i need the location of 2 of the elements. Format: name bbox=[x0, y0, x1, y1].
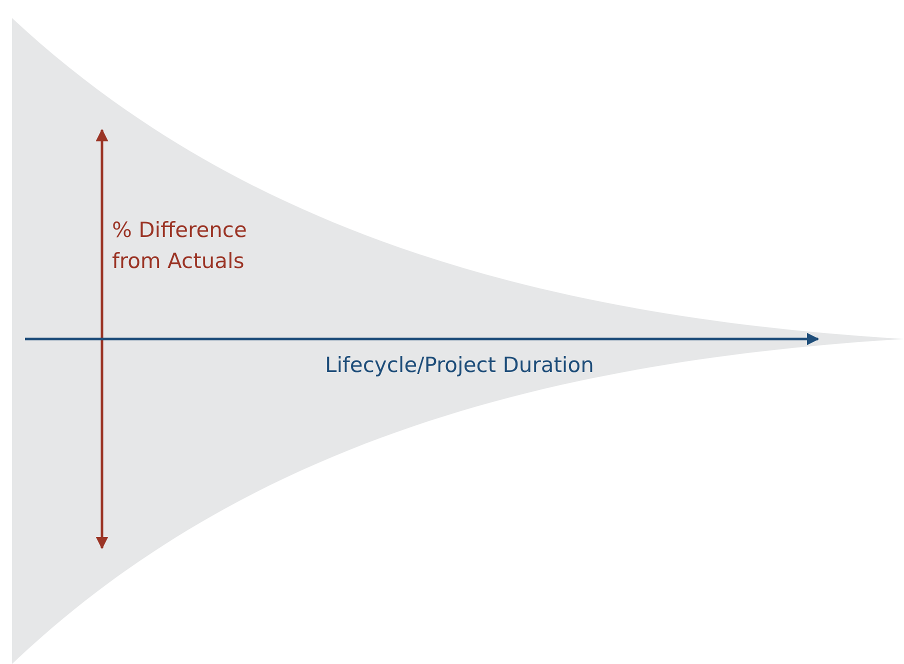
axis-label: Lifecycle/Project Duration bbox=[325, 352, 595, 379]
axis-label: % Difference from Actuals bbox=[112, 217, 248, 275]
